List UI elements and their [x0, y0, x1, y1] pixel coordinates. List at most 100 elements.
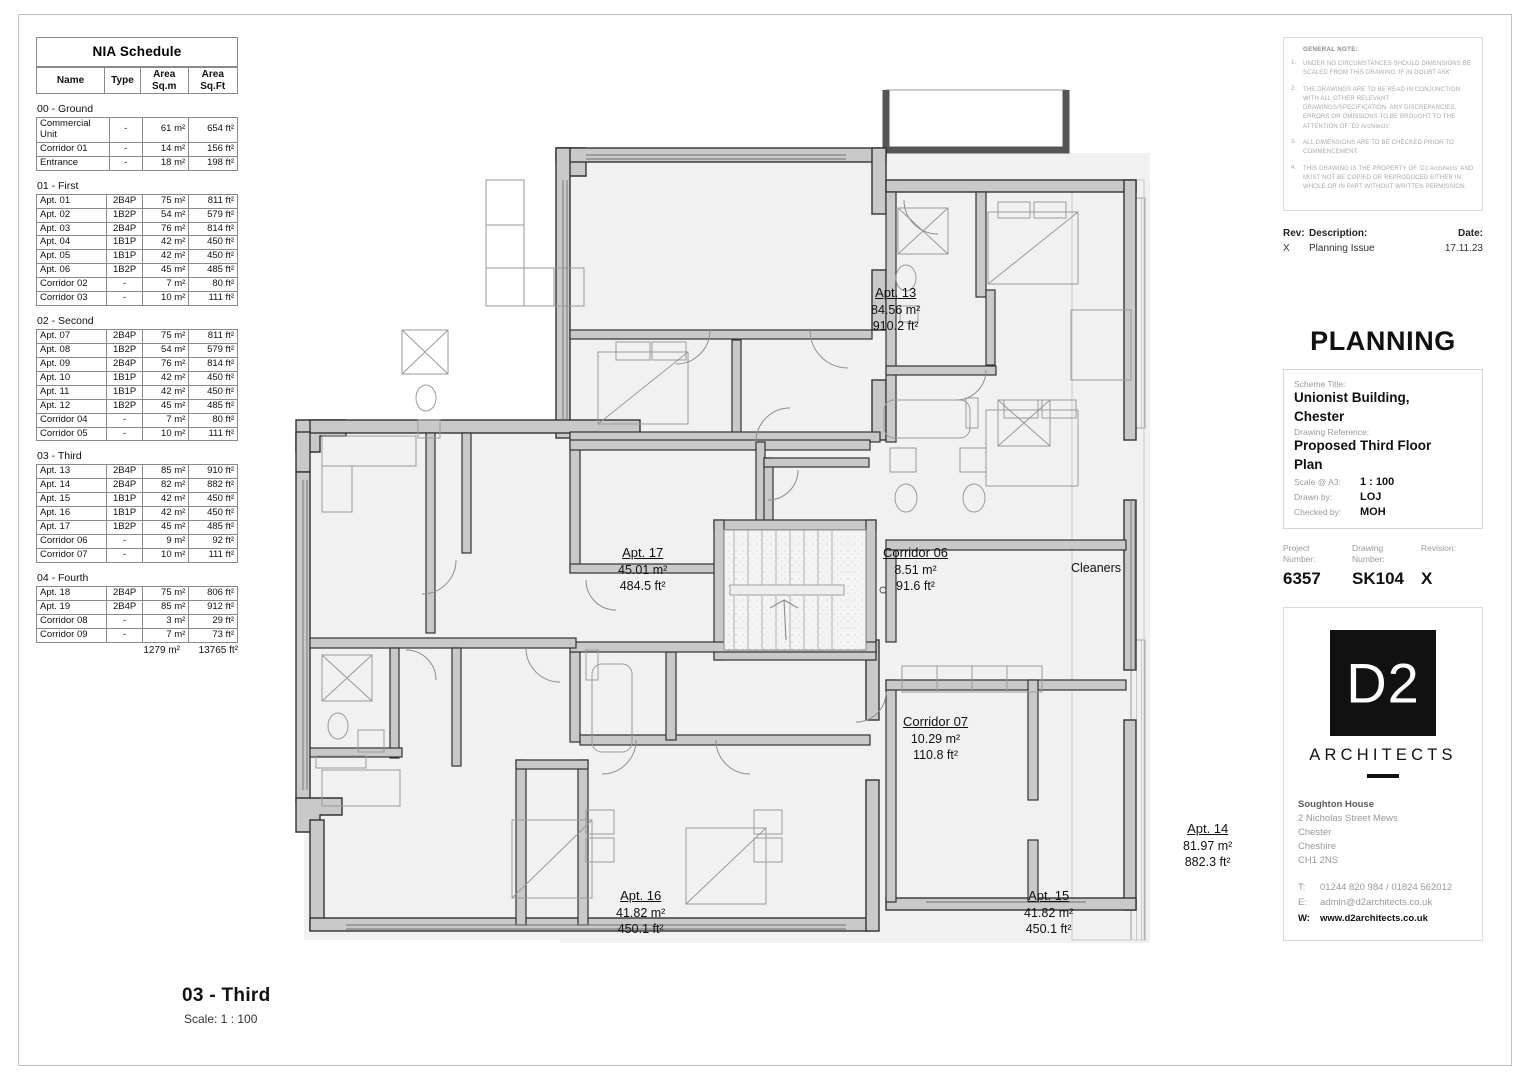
row-name: Apt. 15 [35, 492, 108, 508]
row-name: Corridor 07 [35, 547, 108, 563]
scheme-title-label: Scheme Title: [1294, 378, 1346, 389]
revision-header-date: Date: [1457, 227, 1483, 239]
web-key: W: [1298, 912, 1310, 924]
row-type: 1B1P [106, 249, 144, 265]
fixtures-and-furniture [302, 154, 1136, 930]
row-area-sqm: 54 m² [142, 207, 190, 223]
row-area-sqm: 42 m² [142, 384, 190, 400]
row-area-sqm: 85 m² [142, 599, 190, 615]
row-area-sqm: 42 m² [142, 506, 190, 522]
row-type: - [106, 534, 144, 549]
scheme-title-line1: Unionist Building, [1294, 390, 1410, 406]
row-area-sqm: 76 m² [142, 221, 190, 237]
row-name: Apt. 05 [35, 249, 108, 265]
revision-row-date: 17.11.23 [1444, 242, 1483, 254]
row-area-sqm: 7 m² [142, 277, 190, 293]
row-area-sqm: 14 m² [141, 141, 190, 157]
room-label-area-sqft: 882.3 ft² [1184, 854, 1231, 869]
revision-block: Revision: X [1421, 543, 1483, 589]
room-label-area-sqm: 10.29 m² [910, 731, 961, 746]
checked-by-label: Checked by: [1294, 507, 1342, 518]
row-area-sqm: 75 m² [142, 329, 190, 344]
room-label-area-sqft: 91.6 ft² [896, 578, 935, 593]
row-area-sqft: 73 ft² [188, 627, 238, 643]
practice-contact: T:01244 820 984 / 01824 562012 E:admin@d… [1298, 880, 1468, 926]
row-type: - [106, 547, 144, 563]
tel-value: 01244 820 984 / 01824 562012 [1320, 882, 1453, 894]
room-label-area-sqm: 81.97 m² [1183, 838, 1233, 853]
schedule-group-label: 00 - Ground [37, 103, 94, 115]
row-area-sqft: 450 ft² [188, 506, 238, 522]
row-area-sqft: 450 ft² [188, 235, 238, 251]
row-area-sqft: 485 ft² [188, 263, 238, 279]
row-type: 1B2P [106, 520, 144, 536]
row-area-sqft: 450 ft² [188, 492, 238, 508]
row-area-sqm: 7 m² [142, 412, 190, 428]
schedule-group-label: 04 - Fourth [37, 571, 89, 584]
row-name: Apt. 16 [35, 506, 108, 522]
d2-logo-text: D2 [1346, 651, 1420, 715]
row-area-sqm: 85 m² [142, 464, 190, 480]
schedule-total-sqft: 13765 ft² [198, 644, 238, 656]
room-label-title: Apt. 14 [1187, 821, 1229, 836]
row-name: Corridor 01 [36, 141, 110, 157]
row-area-sqm: 82 m² [142, 478, 190, 494]
internal-walls [309, 191, 1127, 926]
practice-address-line: Cheshire [1298, 840, 1337, 852]
row-type: 2B4P [106, 193, 144, 209]
room-label-area-sqm: 84.56 m² [871, 302, 921, 317]
row-area-sqm: 3 m² [142, 613, 190, 629]
general-note-text: THIS DRAWING IS THE PROPERTY OF 'D2 Arch… [1303, 165, 1474, 191]
row-area-sqft: 654 ft² [188, 117, 238, 143]
row-area-sqm: 45 m² [142, 520, 190, 536]
column-header-area-sqft-line1: Area [201, 69, 224, 80]
practice-address-line: CH1 2NS [1298, 854, 1339, 866]
row-type: 2B4P [106, 478, 144, 494]
row-area-sqm: 9 m² [142, 534, 190, 549]
row-area-sqft: 29 ft² [188, 613, 238, 629]
row-area-sqm: 76 m² [142, 356, 190, 372]
room-label-area-sqft: 484.5 ft² [619, 578, 666, 593]
general-note-box: GENERAL NOTE: 1.UNDER NO CIRCUMSTANCES S… [1283, 37, 1483, 211]
row-name: Apt. 04 [35, 235, 108, 251]
row-area-sqft: 814 ft² [188, 356, 238, 372]
row-name: Corridor 08 [35, 613, 108, 629]
row-area-sqft: 92 ft² [188, 534, 238, 549]
general-note-text: THE DRAWINGS ARE TO BE READ IN CONJUNCTI… [1303, 86, 1461, 130]
general-note-item: 1.UNDER NO CIRCUMSTANCES SHOULD DIMENSIO… [1291, 60, 1475, 79]
row-type: 1B1P [106, 370, 144, 386]
room-label-title: Corridor 07 [903, 714, 969, 729]
row-name: Entrance [36, 155, 110, 171]
checked-by-value: MOH [1360, 506, 1386, 519]
project-number-label-line1: Project [1283, 543, 1310, 554]
room-label-title: Apt. 15 [1028, 888, 1070, 903]
revision-header-description: Description: [1309, 227, 1368, 239]
general-note-items: 1.UNDER NO CIRCUMSTANCES SHOULD DIMENSIO… [1291, 60, 1475, 193]
row-area-sqft: 111 ft² [188, 547, 238, 563]
row-type: - [106, 291, 144, 307]
row-type: 1B2P [106, 263, 144, 279]
row-name: Corridor 05 [35, 426, 108, 442]
row-type: - [106, 412, 144, 428]
scale-value: 1 : 100 [1360, 476, 1395, 489]
